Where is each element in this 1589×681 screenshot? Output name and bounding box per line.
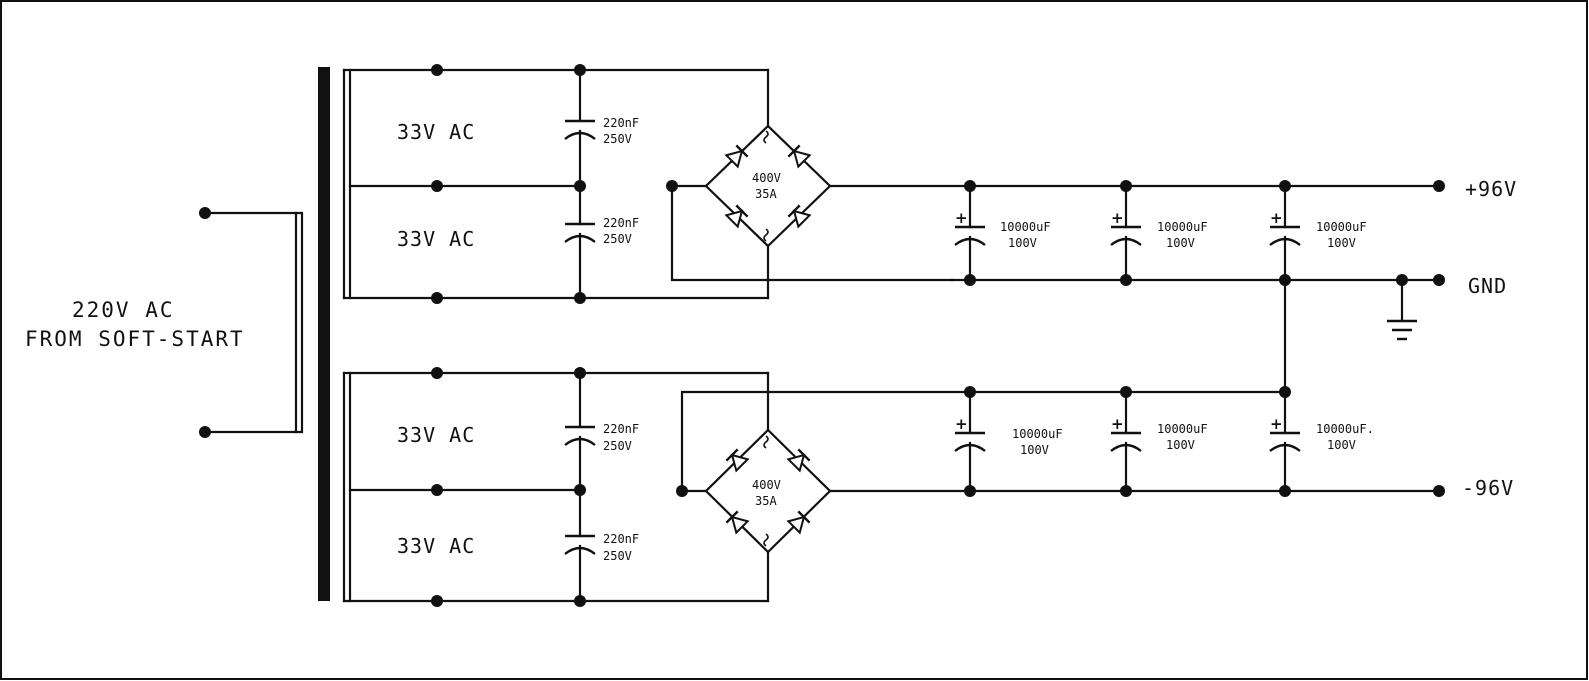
- node: [431, 484, 443, 496]
- cap-voltage: 250V: [603, 232, 632, 246]
- node: [964, 485, 976, 497]
- cap-voltage: 250V: [603, 132, 632, 146]
- cap-value: 220nF: [603, 422, 639, 436]
- winding-label: 33V AC: [397, 423, 475, 447]
- cap-value: 220nF: [603, 116, 639, 130]
- ecap-value: 10000uF: [1157, 422, 1208, 436]
- electrolytic-capacitor: +: [954, 390, 986, 493]
- primary-winding: [199, 207, 304, 438]
- cap-value: 220nF: [603, 216, 639, 230]
- svg-text:+: +: [1111, 415, 1124, 433]
- input-label-line2: FROM SOFT-START: [25, 327, 245, 351]
- input-label-line1: 220V AC: [72, 298, 175, 322]
- ground-output-terminal: [1433, 274, 1445, 286]
- node: [1279, 386, 1291, 398]
- secondary-winding-lower: [342, 371, 770, 603]
- cap-voltage: 250V: [603, 439, 632, 453]
- node: [431, 180, 443, 192]
- electrolytic-capacitor: +: [1110, 390, 1142, 493]
- ecap-voltage: 100V: [1327, 236, 1356, 250]
- film-capacitor: [564, 184, 596, 300]
- positive-output-terminal: [1433, 180, 1445, 192]
- bridge-rectifier: [680, 371, 1437, 603]
- ecap-voltage: 100V: [1166, 236, 1195, 250]
- node: [964, 274, 976, 286]
- node: [431, 367, 443, 379]
- node: [666, 180, 678, 192]
- node: [1120, 274, 1132, 286]
- winding-label: 33V AC: [397, 120, 475, 144]
- film-capacitor: [564, 488, 596, 603]
- node: [964, 386, 976, 398]
- bridge-voltage: 400V: [752, 171, 781, 185]
- ecap-value: 10000uF: [1316, 220, 1367, 234]
- svg-text:+: +: [955, 415, 968, 433]
- transformer-core: [318, 67, 330, 601]
- input-terminal-top: [199, 207, 211, 219]
- electrolytic-capacitor: +: [1269, 390, 1301, 493]
- ecap-voltage: 100V: [1008, 236, 1037, 250]
- ecap-voltage: 100V: [1327, 438, 1356, 452]
- node: [1120, 180, 1132, 192]
- node: [1120, 386, 1132, 398]
- negative-output-terminal: [1433, 485, 1445, 497]
- ecap-value: 10000uF: [1000, 220, 1051, 234]
- input-terminal-bottom: [199, 426, 211, 438]
- film-capacitor: [564, 68, 596, 188]
- cap-voltage: 250V: [603, 549, 632, 563]
- node: [1279, 485, 1291, 497]
- ecap-value: 10000uF.: [1316, 422, 1374, 436]
- svg-text:+: +: [1270, 415, 1283, 433]
- electrolytic-capacitor: +: [1269, 184, 1301, 282]
- ecap-voltage: 100V: [1020, 443, 1049, 457]
- node: [431, 64, 443, 76]
- secondary-winding-upper: [342, 68, 770, 300]
- ecap-voltage: 100V: [1166, 438, 1195, 452]
- node: [431, 292, 443, 304]
- node: [431, 595, 443, 607]
- winding-label: 33V AC: [397, 534, 475, 558]
- bridge-current: 35A: [755, 187, 777, 201]
- node: [964, 180, 976, 192]
- svg-text:+: +: [1270, 209, 1283, 227]
- ecap-value: 10000uF: [1012, 427, 1063, 441]
- svg-text:+: +: [1111, 209, 1124, 227]
- bridge-current: 35A: [755, 494, 777, 508]
- bridge-rectifier: [670, 68, 1437, 300]
- svg-text:+: +: [955, 209, 968, 227]
- electrolytic-capacitor: +: [954, 184, 986, 282]
- winding-label: 33V AC: [397, 227, 475, 251]
- ecap-value: 10000uF: [1157, 220, 1208, 234]
- film-capacitor: [564, 371, 596, 492]
- output-ground-label: GND: [1468, 274, 1507, 298]
- electrolytic-capacitor: +: [1110, 184, 1142, 282]
- output-negative-label: -96V: [1462, 476, 1514, 500]
- ground-icon: [1387, 278, 1417, 341]
- node: [1279, 180, 1291, 192]
- bridge-voltage: 400V: [752, 478, 781, 492]
- output-positive-label: +96V: [1465, 177, 1517, 201]
- node: [1120, 485, 1132, 497]
- node: [676, 485, 688, 497]
- cap-value: 220nF: [603, 532, 639, 546]
